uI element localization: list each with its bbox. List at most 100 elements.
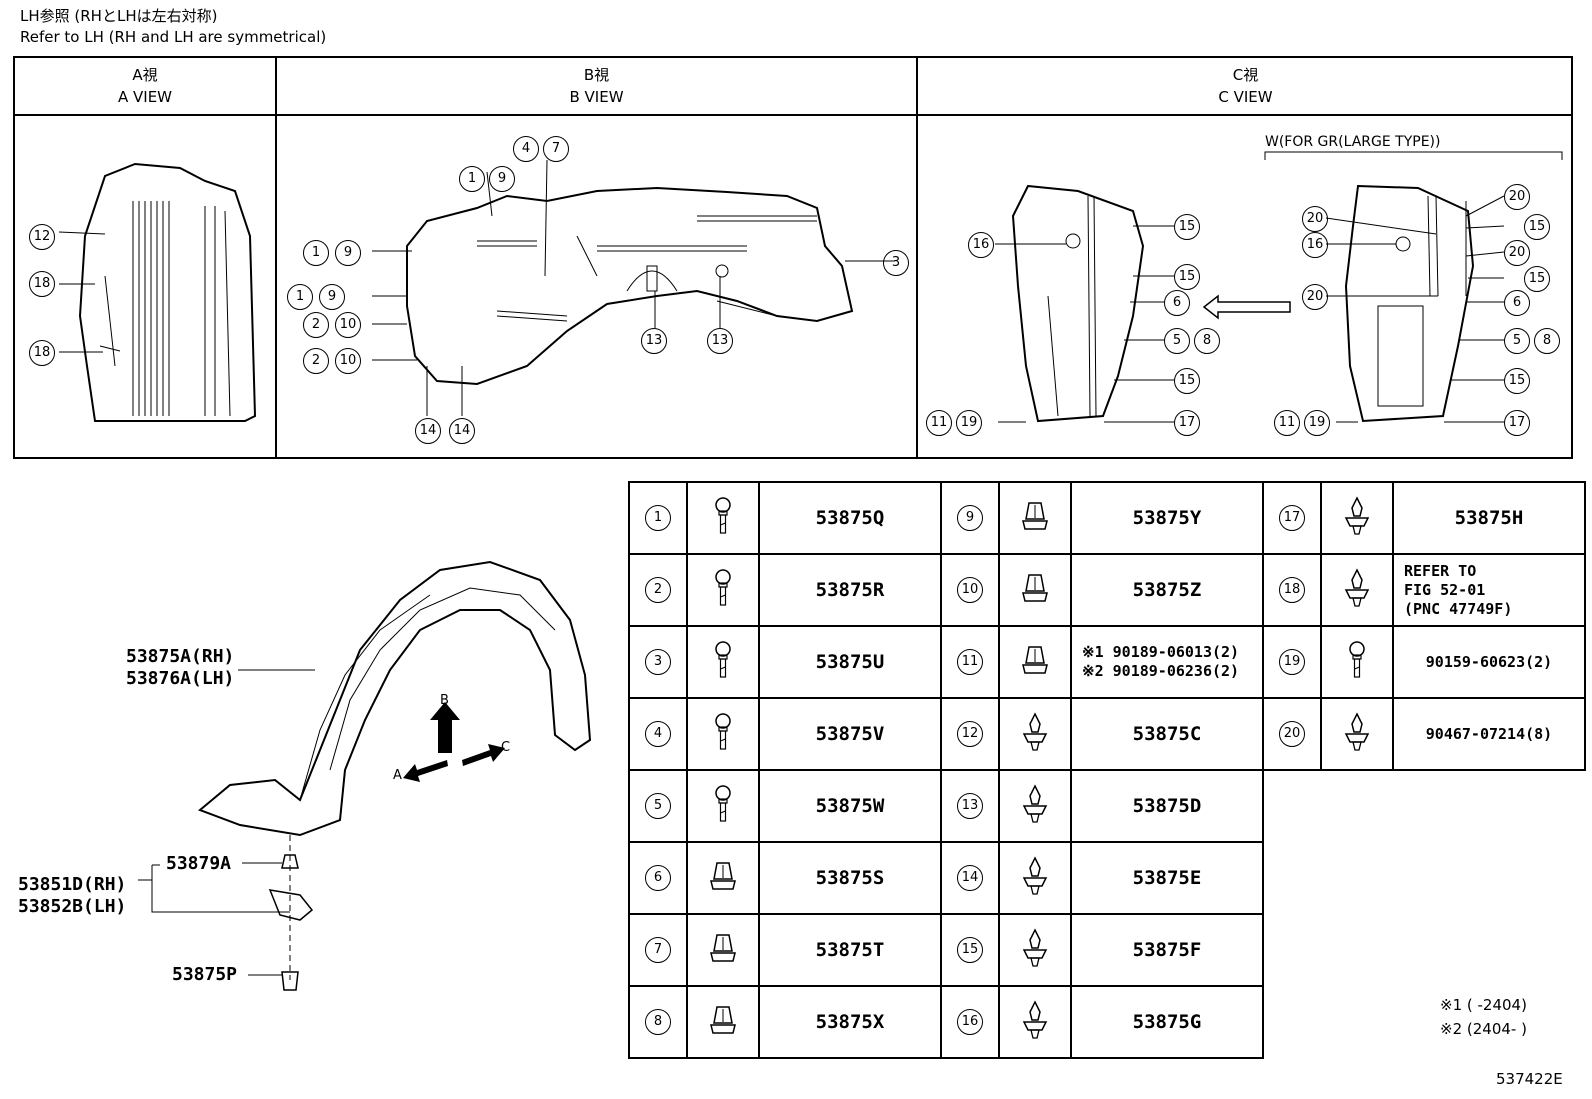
callout: 18 — [29, 340, 55, 366]
callout: 11 — [957, 649, 983, 675]
part-number-cell: 18 — [1262, 553, 1322, 627]
part-code: 53875Z — [1070, 553, 1264, 627]
part-code: 53875Q — [758, 481, 942, 555]
callout: 12 — [957, 721, 983, 747]
callout: 6 — [645, 865, 671, 891]
part-code: REFER TO FIG 52-01 (PNC 47749F) — [1392, 553, 1586, 627]
view-a-title-en: A VIEW — [117, 88, 173, 106]
callout: 2 — [303, 348, 329, 374]
callout: 6 — [1504, 290, 1530, 316]
part-code: 53875F — [1070, 913, 1264, 987]
callout: 8 — [1534, 328, 1560, 354]
view-a-drawing — [58, 162, 257, 422]
callout: 4 — [513, 136, 539, 162]
bolt-icon — [1320, 625, 1394, 699]
part-number-cell: 7 — [628, 913, 688, 987]
callout: 17 — [1504, 410, 1530, 436]
bolt-label: 53875P — [172, 964, 238, 985]
view-c-drawing — [995, 151, 1563, 423]
part-code: 90159-60623(2) — [1392, 625, 1586, 699]
callout: 18 — [29, 271, 55, 297]
liner-rh-label: 53875A(RH) — [126, 646, 235, 667]
view-c-note: W(FOR GR(LARGE TYPE)) — [1265, 134, 1441, 150]
nut-icon — [998, 625, 1072, 699]
callout: 15 — [1504, 368, 1530, 394]
callout: 20 — [1302, 284, 1328, 310]
callout: 17 — [1279, 505, 1305, 531]
clip-icon — [998, 841, 1072, 915]
callout: 1 — [459, 166, 485, 192]
axis-c-label: C — [501, 740, 511, 755]
callout: 16 — [968, 232, 994, 258]
callout: 3 — [883, 250, 909, 276]
part-number-cell: 6 — [628, 841, 688, 915]
axis-a-label: A — [393, 768, 402, 783]
part-number-cell: 11 — [940, 625, 1000, 699]
view-b-title-en: B VIEW — [569, 88, 624, 106]
footnote-2: ※2 (2404- ) — [1440, 1020, 1527, 1038]
part-number-cell: 14 — [940, 841, 1000, 915]
callout: 9 — [489, 166, 515, 192]
nut-icon — [998, 481, 1072, 555]
callout: 8 — [1194, 328, 1220, 354]
callout: 19 — [1279, 649, 1305, 675]
part-code: 53875V — [758, 697, 942, 771]
part-number-cell: 9 — [940, 481, 1000, 555]
part-number-cell: 5 — [628, 769, 688, 843]
bracket-lh-label: 53852B(LH) — [18, 896, 127, 917]
part-number-cell: 8 — [628, 985, 688, 1059]
nut-icon — [686, 985, 760, 1059]
callout: 2 — [303, 312, 329, 338]
assembly-drawing — [138, 560, 592, 991]
header-line-jp: LH参照 (RHとLHは左右対称) — [20, 7, 218, 25]
bolt-icon — [686, 553, 760, 627]
callout: 5 — [1164, 328, 1190, 354]
callout: 9 — [335, 240, 361, 266]
part-number-cell: 3 — [628, 625, 688, 699]
callout: 15 — [1174, 368, 1200, 394]
part-code: 53875Y — [1070, 481, 1264, 555]
callout: 9 — [957, 505, 983, 531]
callout: 11 — [1274, 410, 1300, 436]
callout: 15 — [1524, 214, 1550, 240]
callout: 13 — [957, 793, 983, 819]
callout: 1 — [303, 240, 329, 266]
callout: 8 — [645, 1009, 671, 1035]
header-line-en: Refer to LH (RH and LH are symmetrical) — [20, 28, 327, 46]
clip-label: 53879A — [166, 853, 232, 874]
callout: 10 — [335, 312, 361, 338]
nut-icon — [686, 913, 760, 987]
callout: 10 — [957, 577, 983, 603]
callout: 7 — [645, 937, 671, 963]
callout: 10 — [335, 348, 361, 374]
nut-icon — [686, 841, 760, 915]
callout: 20 — [1504, 184, 1530, 210]
callout: 15 — [1524, 266, 1550, 292]
part-code: 53875T — [758, 913, 942, 987]
part-number-cell: 4 — [628, 697, 688, 771]
part-code: 90467-07214(8) — [1392, 697, 1586, 771]
clip-icon — [1320, 553, 1394, 627]
callout: 14 — [415, 418, 441, 444]
part-number-cell: 16 — [940, 985, 1000, 1059]
callout: 16 — [957, 1009, 983, 1035]
part-code: 53875C — [1070, 697, 1264, 771]
axis-b-label: B — [440, 693, 449, 708]
bolt-icon — [686, 769, 760, 843]
clip-icon — [1320, 697, 1394, 771]
callout: 15 — [1174, 214, 1200, 240]
part-number-cell: 2 — [628, 553, 688, 627]
view-b-drawing — [372, 159, 895, 416]
part-number-cell: 15 — [940, 913, 1000, 987]
callout: 19 — [1304, 410, 1330, 436]
callout: 9 — [319, 284, 345, 310]
callout: 17 — [1174, 410, 1200, 436]
